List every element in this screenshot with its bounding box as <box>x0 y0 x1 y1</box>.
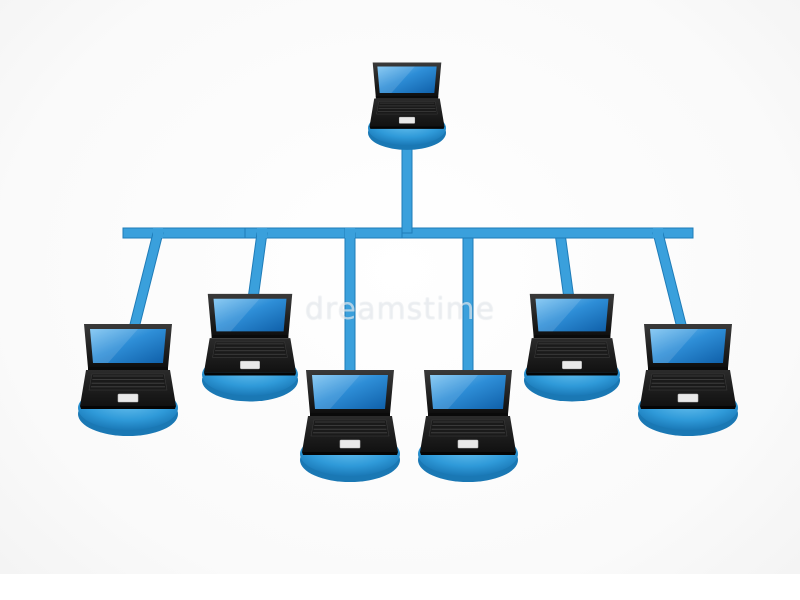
laptop-icon <box>302 370 398 455</box>
client-laptop-4 <box>418 370 518 482</box>
client-laptop-6 <box>638 324 738 436</box>
node-layer <box>78 62 738 482</box>
client-laptop-1 <box>78 324 178 436</box>
footer-strip <box>0 574 800 600</box>
client-laptop-3 <box>300 370 400 482</box>
laptop-icon <box>369 62 445 129</box>
cable-layer <box>122 137 694 399</box>
server-laptop <box>368 62 446 150</box>
client-laptop-5 <box>524 293 620 402</box>
cable-server-trunk <box>401 137 413 234</box>
laptop-icon <box>420 370 516 455</box>
laptop-icon <box>203 293 297 376</box>
client-laptop-2 <box>202 293 298 402</box>
laptop-icon <box>640 324 736 409</box>
laptop-icon <box>80 324 176 409</box>
laptop-icon <box>525 293 619 376</box>
